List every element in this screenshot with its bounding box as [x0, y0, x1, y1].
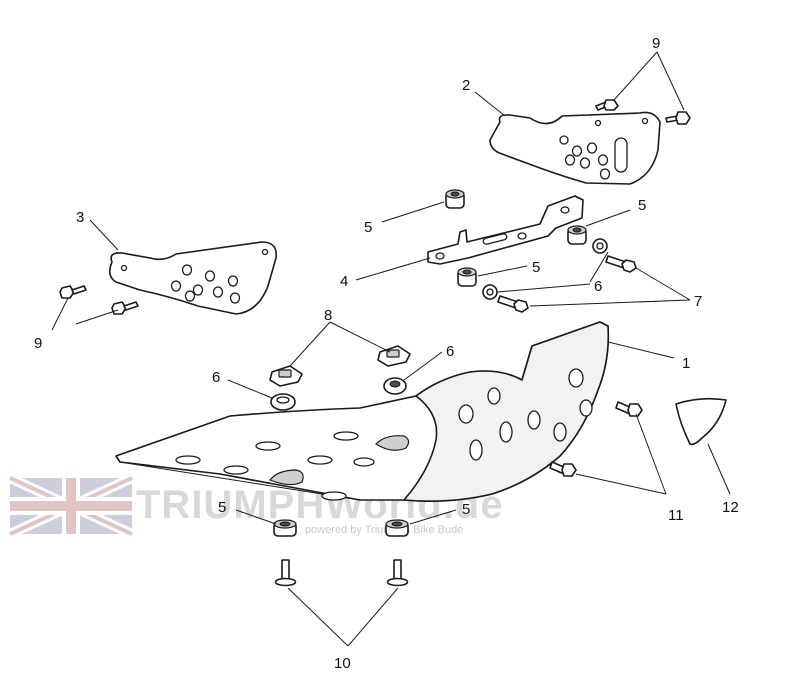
- grommet-right-part-5: [567, 225, 587, 245]
- grommet-upper-part-5: [445, 189, 465, 209]
- callout-5-lower-right: 5: [462, 501, 470, 518]
- bolt-lower-part-7: [497, 295, 529, 313]
- bolt-top-left-part-9: [595, 99, 619, 111]
- watermark: [7, 473, 135, 539]
- callout-8: 8: [324, 307, 332, 324]
- bolt-upper-part-11: [615, 401, 643, 417]
- spacer-center-part-6: [383, 377, 407, 395]
- callout-5-right: 5: [638, 197, 646, 214]
- callout-numbers: 9 2 3 5 5 4 5 6 7 8 6 6 9 1 11 12 5 5 10: [34, 35, 739, 672]
- skid-plate-part-1: [115, 321, 610, 502]
- clip-nut-left-part-8: [269, 365, 303, 387]
- callout-4: 4: [340, 273, 348, 290]
- callout-6-center: 6: [446, 343, 454, 360]
- bolt-bottom-right-part-10: [386, 559, 409, 587]
- bolt-lower-part-11: [549, 461, 577, 477]
- clip-nut-right-part-8: [377, 345, 411, 367]
- callout-10: 10: [334, 655, 351, 672]
- bolt-left-upper-part-9: [59, 285, 87, 299]
- callout-5-lower-left: 5: [218, 499, 226, 516]
- callout-11: 11: [668, 507, 684, 524]
- callout-9-left: 9: [34, 335, 42, 352]
- spacer-left-part-6: [270, 393, 296, 411]
- callout-12: 12: [722, 499, 739, 516]
- callout-1: 1: [682, 355, 690, 372]
- callout-7: 7: [694, 293, 702, 310]
- callout-6-right: 6: [594, 278, 602, 295]
- callout-6-left: 6: [212, 369, 220, 386]
- grommet-lower-left-part-5: [273, 519, 297, 537]
- callout-5-upper: 5: [364, 219, 372, 236]
- leader-lines: [51, 51, 731, 647]
- grommet-mid-part-5: [457, 267, 477, 287]
- callout-9-top: 9: [652, 35, 660, 52]
- callout-5-mid: 5: [532, 259, 540, 276]
- bolt-bottom-left-part-10: [274, 559, 297, 587]
- spacer-right-part-6: [592, 238, 608, 254]
- bracket-right-part-2: [489, 111, 661, 185]
- callout-2: 2: [462, 77, 470, 94]
- grommet-lower-right-part-5: [385, 519, 409, 537]
- bolt-top-right-part-9: [665, 111, 691, 125]
- spacer-mid-part-6: [482, 284, 498, 300]
- bolt-left-lower-part-9: [111, 301, 139, 315]
- bolt-upper-part-7: [605, 255, 637, 273]
- mounting-strip-part-4: [427, 195, 584, 265]
- union-jack-flag-icon: [7, 473, 135, 539]
- cover-part-12: [675, 397, 727, 446]
- callout-3: 3: [76, 209, 84, 226]
- bracket-left-part-3: [108, 241, 278, 315]
- watermark-tagline: powered by Triumphs Bike Bude: [305, 524, 463, 536]
